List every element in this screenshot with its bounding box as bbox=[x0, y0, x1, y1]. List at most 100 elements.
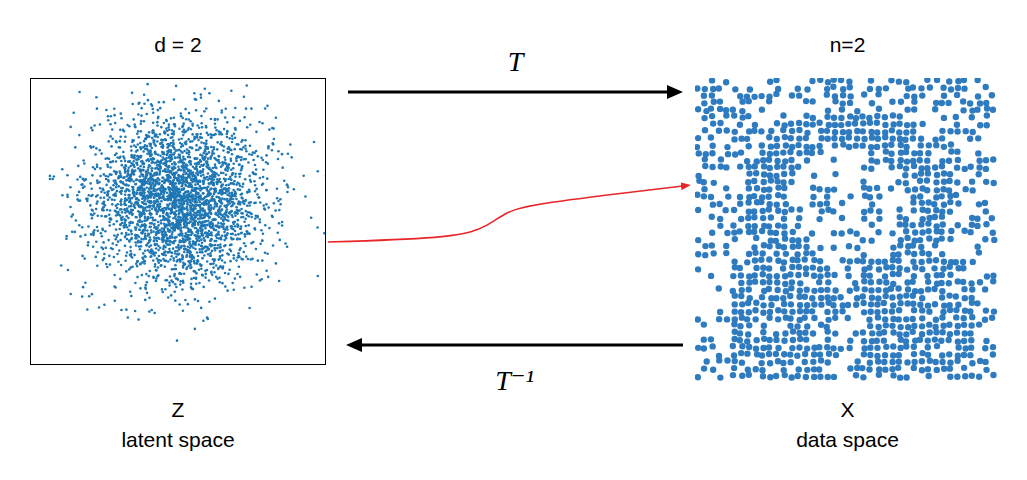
latent-point bbox=[220, 111, 223, 114]
latent-point bbox=[130, 229, 133, 232]
latent-point bbox=[140, 130, 143, 133]
latent-point bbox=[263, 207, 266, 210]
latent-point bbox=[281, 153, 284, 156]
latent-point bbox=[239, 238, 242, 241]
latent-point bbox=[109, 123, 112, 126]
latent-point bbox=[216, 118, 219, 121]
latent-point bbox=[251, 258, 254, 261]
latent-point bbox=[176, 278, 179, 281]
latent-point bbox=[139, 241, 142, 244]
latent-point bbox=[179, 280, 182, 283]
latent-point bbox=[114, 192, 117, 195]
latent-point bbox=[95, 241, 98, 244]
latent-point bbox=[197, 223, 200, 226]
latent-point bbox=[193, 260, 196, 263]
latent-point bbox=[216, 148, 219, 151]
latent-point bbox=[120, 309, 123, 312]
latent-point bbox=[234, 136, 237, 139]
latent-point bbox=[278, 239, 281, 242]
latent-point bbox=[214, 126, 217, 129]
latent-point bbox=[128, 194, 131, 197]
latent-point bbox=[273, 202, 276, 205]
latent-point bbox=[194, 328, 197, 331]
latent-point bbox=[116, 220, 119, 223]
latent-point bbox=[92, 246, 95, 249]
latent-point bbox=[229, 260, 232, 263]
latent-point bbox=[125, 232, 128, 235]
latent-point bbox=[158, 179, 161, 182]
latent-point bbox=[209, 226, 212, 229]
latent-point bbox=[286, 183, 289, 186]
latent-point bbox=[219, 265, 222, 268]
latent-point bbox=[159, 133, 162, 136]
latent-point bbox=[244, 225, 247, 228]
latent-point bbox=[199, 172, 202, 175]
latent-point bbox=[153, 162, 156, 165]
latent-point bbox=[198, 243, 201, 246]
latent-point bbox=[101, 235, 104, 238]
latent-point bbox=[148, 143, 151, 146]
latent-point bbox=[252, 159, 255, 162]
latent-point bbox=[189, 220, 192, 223]
latent-point bbox=[210, 238, 213, 241]
latent-point bbox=[90, 188, 93, 191]
latent-point bbox=[226, 130, 229, 133]
latent-point bbox=[91, 293, 94, 296]
latent-point bbox=[131, 103, 134, 106]
latent-point bbox=[189, 260, 192, 263]
latent-point bbox=[161, 227, 164, 230]
latent-point bbox=[262, 168, 265, 171]
latent-point bbox=[323, 232, 325, 235]
latent-point bbox=[168, 194, 171, 197]
latent-point bbox=[158, 255, 161, 258]
latent-point bbox=[171, 268, 174, 271]
latent-point bbox=[189, 220, 192, 223]
latent-point bbox=[217, 209, 220, 212]
latent-point bbox=[96, 214, 99, 217]
latent-point bbox=[249, 123, 252, 126]
latent-point bbox=[155, 277, 158, 280]
latent-point bbox=[187, 234, 190, 237]
latent-point bbox=[144, 226, 147, 229]
latent-point bbox=[247, 224, 250, 227]
latent-point bbox=[174, 157, 177, 160]
latent-point bbox=[100, 152, 103, 155]
latent-point bbox=[248, 201, 251, 204]
latent-point bbox=[181, 234, 184, 237]
latent-point bbox=[119, 224, 122, 227]
latent-point bbox=[304, 195, 307, 198]
latent-point bbox=[139, 122, 142, 125]
latent-point bbox=[92, 146, 95, 149]
latent-point bbox=[170, 196, 173, 199]
latent-point bbox=[83, 257, 86, 260]
latent-point bbox=[128, 161, 131, 164]
latent-point bbox=[166, 237, 169, 240]
latent-point bbox=[264, 208, 267, 211]
latent-point bbox=[141, 274, 144, 277]
latent-point bbox=[136, 143, 139, 146]
latent-point bbox=[159, 142, 162, 145]
latent-point bbox=[148, 209, 151, 212]
latent-point bbox=[120, 203, 123, 206]
latent-point bbox=[135, 201, 138, 204]
latent-point bbox=[174, 182, 177, 185]
latent-point bbox=[119, 208, 122, 211]
latent-point bbox=[173, 228, 176, 231]
latent-point bbox=[196, 193, 199, 196]
latent-point bbox=[250, 216, 253, 219]
latent-point bbox=[281, 221, 284, 224]
latent-point bbox=[240, 196, 243, 199]
latent-point bbox=[173, 290, 176, 293]
latent-point bbox=[157, 266, 160, 269]
latent-point bbox=[136, 223, 139, 226]
latent-point bbox=[160, 222, 163, 225]
latent-point bbox=[203, 239, 206, 242]
latent-point bbox=[150, 185, 153, 188]
latent-point bbox=[168, 129, 171, 132]
latent-point bbox=[201, 245, 204, 248]
latent-point bbox=[163, 181, 166, 184]
latent-point bbox=[116, 190, 119, 193]
latent-point bbox=[195, 282, 198, 285]
latent-point bbox=[119, 135, 122, 138]
latent-point bbox=[133, 157, 136, 160]
